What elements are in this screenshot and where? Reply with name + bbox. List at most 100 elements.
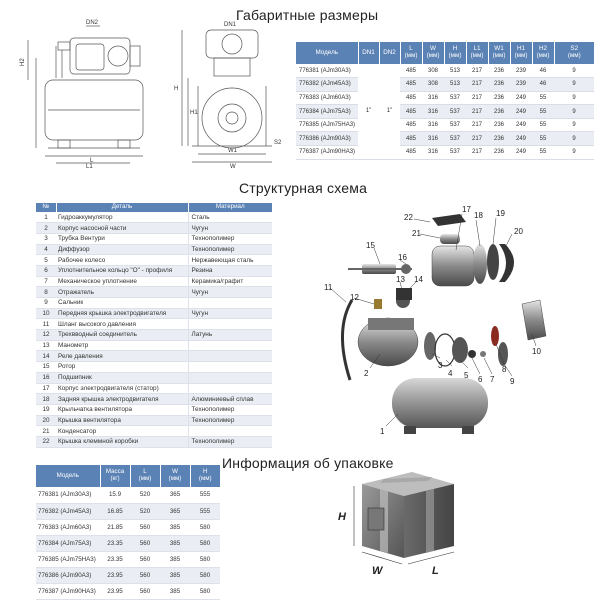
table-cell: 55 [532, 104, 554, 119]
table-cell: Уплотнительное кольцо "О" - профиля [56, 265, 188, 277]
table-cell: 6 [36, 265, 56, 277]
table-cell: 17 [36, 383, 56, 395]
package-box-drawing: H W L [338, 472, 455, 577]
table-cell: 9 [554, 131, 594, 147]
table-cell: 10 [36, 308, 56, 320]
table-cell: 555 [190, 487, 220, 504]
table-cell: 580 [190, 535, 220, 552]
label-h2: H2 [20, 58, 26, 66]
title-structure: Структурная схема [239, 180, 368, 196]
table-cell: 776385 (AJm75HA3) [36, 551, 100, 568]
table-cell: 249 [510, 118, 532, 133]
table-cell: 8 [36, 286, 56, 298]
table-cell: 485 [400, 77, 422, 92]
column-header: W(мм) [160, 465, 191, 487]
table-cell: 217 [466, 104, 488, 119]
label-s2: S2 [274, 140, 282, 146]
table-cell: Технополимер [187, 404, 272, 416]
table-cell: 236 [488, 104, 510, 119]
column-header: Модель [296, 42, 359, 64]
table-cell: Трехвводный соединитель [56, 329, 188, 341]
callout-15: 15 [366, 241, 375, 250]
table-cell: Крышка клеммной коробки [56, 436, 188, 448]
column-header: Деталь [56, 203, 189, 212]
table-cell: Манометр [56, 340, 188, 352]
callout-22: 22 [404, 213, 413, 222]
table-cell: 236 [488, 77, 510, 92]
column-header: L(мм) [130, 465, 161, 487]
table-cell: Гидроаккумулятор [56, 212, 188, 224]
side-view-drawing: DN2 H2 L L1 [20, 20, 144, 168]
column-header: S2(мм) [554, 42, 594, 64]
table-cell: 9 [554, 91, 594, 106]
table-cell: 555 [190, 503, 220, 520]
table-cell: Трубка Вентури [56, 233, 188, 245]
table-cell: 23.35 [100, 551, 130, 568]
column-header: L(мм) [400, 42, 423, 64]
table-cell: 3 [36, 233, 56, 245]
label-w: W [230, 164, 236, 168]
table-cell: 16 [36, 372, 56, 384]
table-cell: 776383 (AJm60A3) [296, 91, 358, 106]
front-view-drawing: DN1 H H1 W1 W S2 [174, 22, 282, 168]
table-cell: 9 [554, 118, 594, 133]
table-cell: 537 [444, 104, 466, 119]
table-cell: 537 [444, 131, 466, 147]
table-cell: 485 [400, 64, 422, 79]
callout-1: 1 [380, 427, 385, 436]
table-cell: 485 [400, 91, 422, 106]
table-cell [187, 361, 272, 373]
callout-5: 5 [464, 371, 469, 380]
box-label-w: W [372, 565, 384, 577]
table-cell: 15 [36, 361, 56, 373]
table-cell: 316 [422, 118, 444, 133]
table-cell: Сальник [56, 297, 188, 309]
table-cell: 217 [466, 131, 488, 147]
table-cell: 46 [532, 64, 554, 79]
table-cell: 236 [488, 118, 510, 133]
table-cell: Нержавеющая сталь [187, 254, 272, 266]
table-cell: Технополимер [187, 436, 272, 448]
table-cell: 249 [510, 131, 532, 147]
callout-3: 3 [438, 361, 443, 370]
table-cell: 4 [36, 244, 56, 256]
table-cell: 316 [422, 91, 444, 106]
table-cell [187, 383, 272, 395]
table-cell: 776385 (AJm75HA3) [296, 118, 358, 133]
table-cell: 537 [444, 118, 466, 133]
callout-7: 7 [490, 375, 495, 384]
table-cell: 249 [510, 104, 532, 119]
table-cell: 485 [400, 104, 422, 119]
table-cell: Керамика/графит [187, 276, 272, 288]
table-cell: 580 [190, 551, 220, 568]
callout-6: 6 [478, 375, 483, 384]
table-cell: 560 [130, 551, 160, 568]
table-cell: Крыльчатка вентилятора [56, 404, 188, 416]
table-cell: 236 [488, 131, 510, 147]
table-cell: 580 [190, 567, 220, 584]
table-cell: 23.95 [100, 583, 130, 600]
table-cell: 217 [466, 77, 488, 92]
table-cell: 239 [510, 64, 532, 79]
table-cell: Механическое уплотнение [56, 276, 188, 288]
table-cell: 776383 (AJm60A3) [36, 519, 100, 536]
table-cell: 21 [36, 425, 56, 437]
callout-13: 13 [396, 275, 405, 284]
column-header: DN2 [379, 42, 401, 64]
